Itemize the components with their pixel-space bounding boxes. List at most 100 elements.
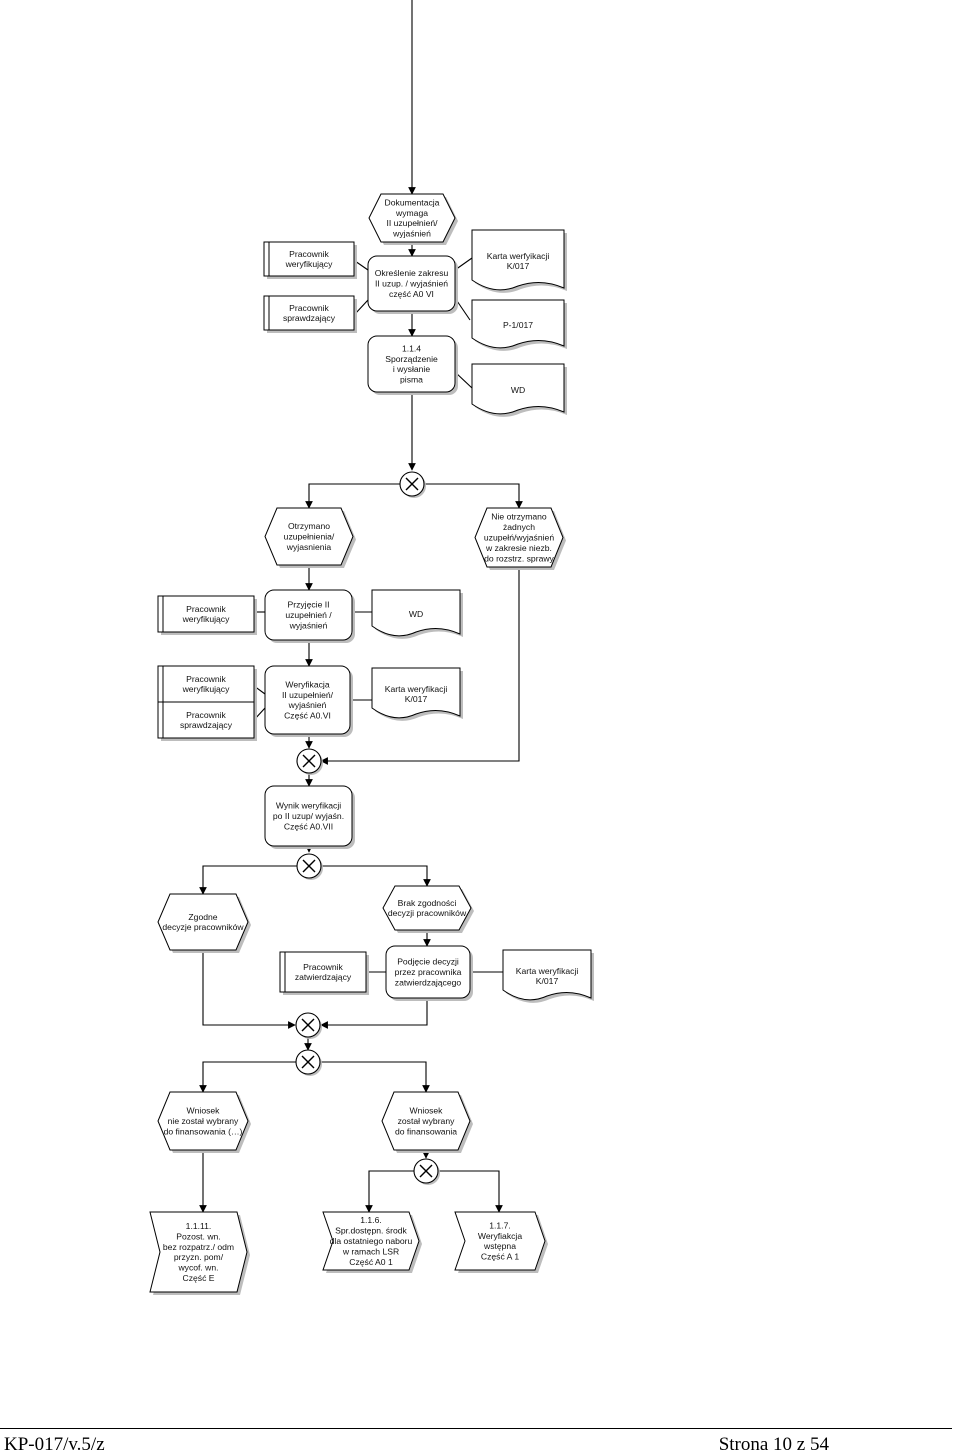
node-label-line: decyzji pracowników [388, 908, 467, 918]
xor-gateway [295, 1049, 322, 1076]
document-shape [471, 363, 565, 415]
role-box [263, 241, 355, 277]
node-label-line: nie został wybrany [168, 1116, 239, 1126]
node-label-line: weryfikujący [182, 684, 231, 694]
event-shape [157, 893, 249, 951]
node-label-line: w ramach LSR [342, 1246, 399, 1256]
event-shape [157, 1091, 249, 1151]
node-label-line: Pracownik [186, 710, 226, 720]
xor-gateway [296, 748, 323, 775]
node-label-line: II uzupełnień/ [386, 218, 438, 228]
node-label-line: bez rozpatrz./ odm [163, 1242, 234, 1252]
document-shape [502, 949, 592, 1001]
node-document: P-1/017 [471, 299, 567, 351]
document-shape [471, 299, 565, 349]
node-label-line: Pracownik [289, 303, 329, 313]
xor-gateway [413, 1158, 440, 1185]
event-shape [382, 885, 472, 931]
node-label-line: sprawdzający [180, 720, 233, 730]
function-box [385, 945, 471, 999]
node-label-line: do finansowania [395, 1126, 457, 1136]
node-label-line: do finansowania (…) [164, 1126, 243, 1136]
node-label-line: Część A0.VII [284, 821, 333, 831]
document-shape [371, 589, 461, 637]
node-label-line: Dokumentacja [385, 197, 440, 207]
node-label-line: Zgodne [188, 912, 217, 922]
node-label-line: przyzn. pom/ [174, 1252, 224, 1262]
node-label-line: wymaga [395, 208, 428, 218]
node-label-line: Określenie zakresu [375, 268, 449, 278]
node-label-line: pisma [400, 375, 423, 385]
event-shape [368, 193, 456, 243]
node-label-line: sprawdzający [283, 313, 336, 323]
node-label-line: Pracownik [303, 962, 343, 972]
function-box [367, 255, 456, 312]
xor-gateway [296, 853, 323, 880]
node-label-line: Pracownik [289, 249, 329, 259]
node-label-line: zatwierdzający [295, 972, 352, 982]
node-label-line: 1.1.7. [489, 1220, 511, 1230]
page-footer: KP-017/v.5/z Strona 10 z 54 [0, 1424, 960, 1455]
xor-gateway [399, 471, 426, 498]
node-label-line: Karta weryfikacji [516, 966, 579, 976]
node-label-line: Karta weryfikacji [385, 684, 448, 694]
role-box [279, 951, 367, 993]
xor-cross-icon [405, 477, 419, 491]
function-box [264, 665, 351, 735]
xor-cross-icon [302, 754, 316, 768]
event-shape [474, 507, 564, 568]
function-box [367, 335, 456, 393]
node-label-line: uzupełnień / [285, 610, 332, 620]
node-label-line: wycof. wn. [177, 1263, 218, 1273]
document-shape [371, 667, 461, 719]
node-label-line: WD [409, 609, 423, 619]
xor-cross-icon [419, 1164, 433, 1178]
node-label-line: K/017 [507, 261, 530, 271]
node-label-line: wyjaśnień [288, 700, 327, 710]
event-shape [264, 507, 354, 566]
node-label-line: do rozstrz. sprawy [484, 553, 554, 563]
gateways [295, 471, 440, 1185]
node-interface: 1.1.11.Pozost. wn.bez rozpatrz./ odmprzy… [149, 1211, 250, 1295]
node-label-line: Brak zgodności [398, 898, 457, 908]
node-label-line: 1.1.4 [402, 343, 421, 353]
node-label-line: uzupełń/wyjaśnień [484, 533, 554, 543]
node-label-line: Podjęcie decyzji [397, 957, 459, 967]
role-box [263, 295, 355, 331]
node-label-line: decyzje pracowników [162, 922, 244, 932]
interface-shape [454, 1211, 546, 1271]
node-label-line: dla ostatniego naboru [330, 1236, 413, 1246]
node-label-line: Spr.dostępn. środk [335, 1226, 407, 1236]
node-label-line: i wysłanie [393, 364, 430, 374]
node-label-line: Pracownik [186, 674, 226, 684]
node-label-line: Przyjęcie II [287, 600, 329, 610]
node-label-line: Część A0.VI [284, 711, 331, 721]
node-label-line: Sporządzenie [385, 354, 438, 364]
node-label-line: Część A0 1 [349, 1257, 393, 1267]
xor-gateway [295, 1012, 322, 1039]
xor-cross-icon [301, 1018, 315, 1032]
interface-shape [149, 1211, 248, 1293]
document-code: KP-017/v.5/z [4, 1434, 105, 1455]
node-label-line: został wybrany [398, 1116, 456, 1126]
document-shape [471, 229, 565, 291]
xor-cross-icon [302, 859, 316, 873]
role-box [157, 595, 255, 633]
